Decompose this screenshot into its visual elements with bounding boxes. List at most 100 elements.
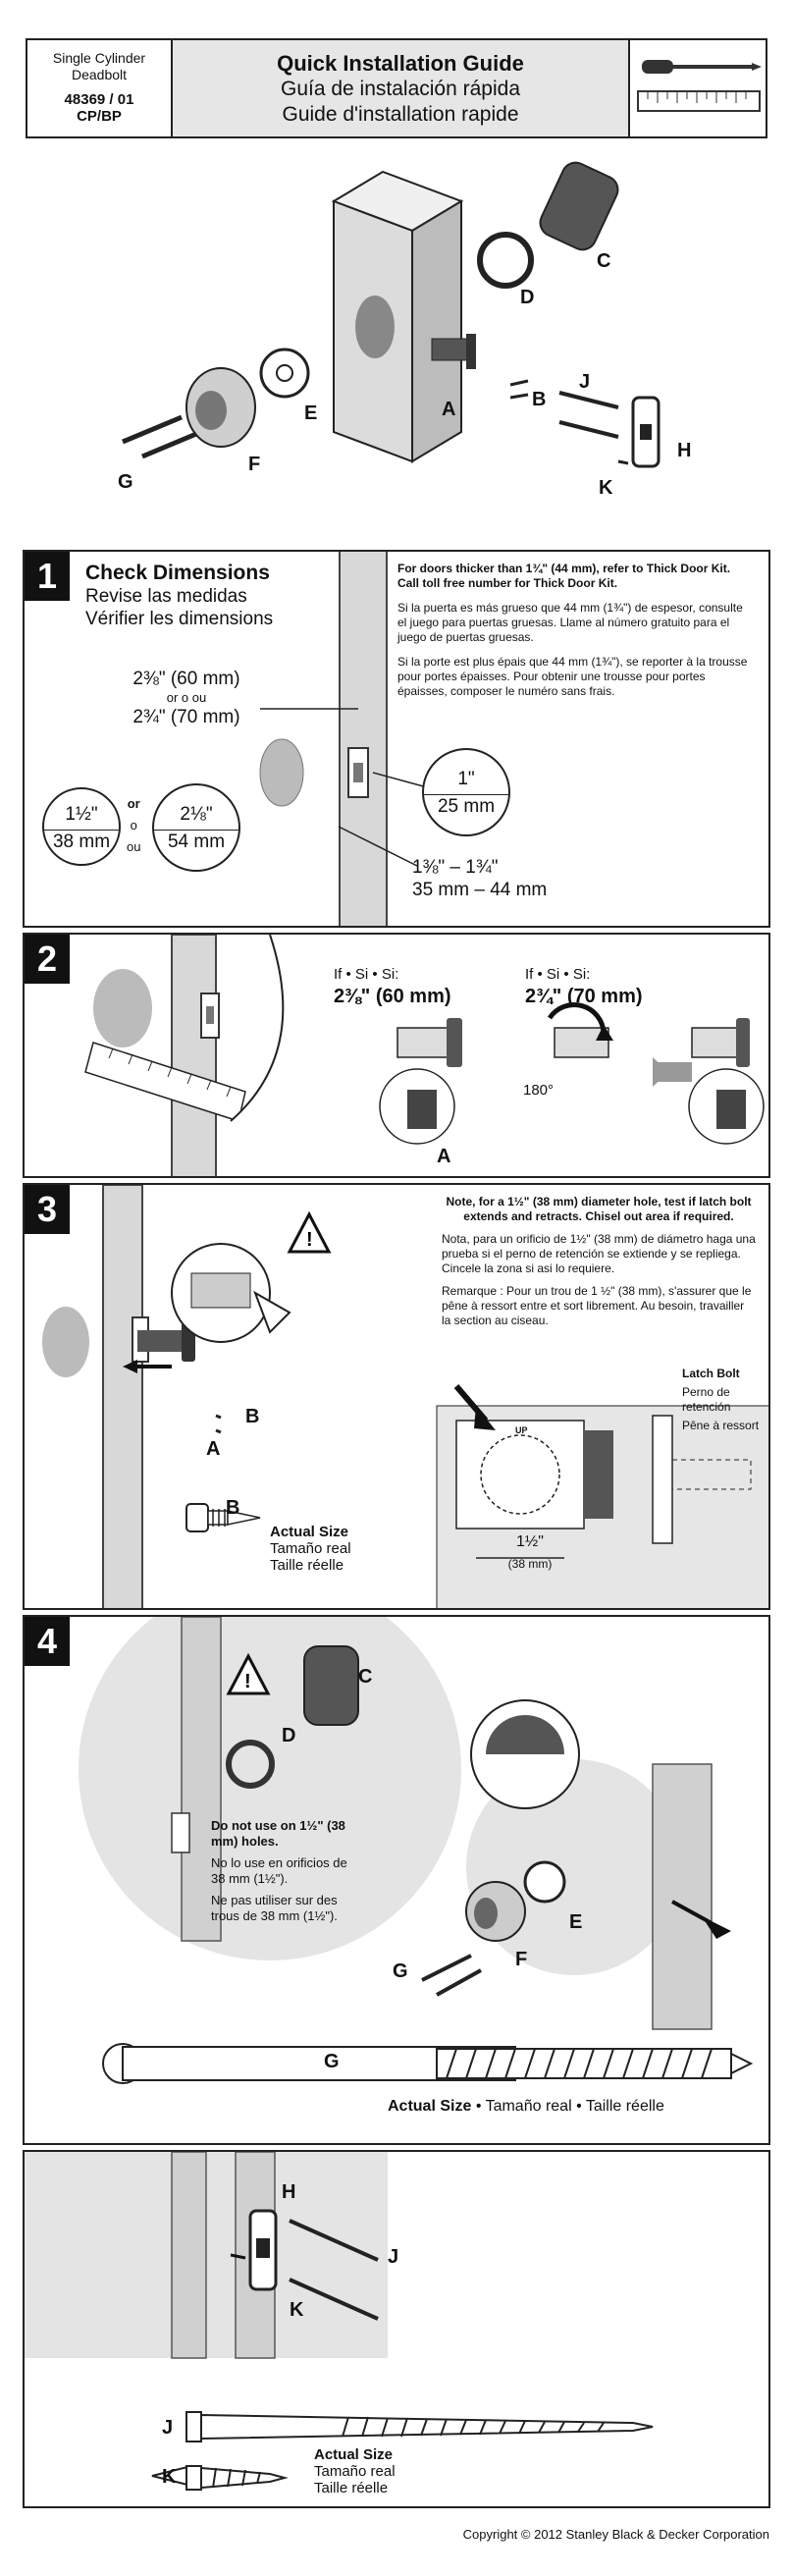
title-block: Quick Installation Guide Guía de instala…: [173, 40, 630, 136]
or-separator: or o ou: [127, 793, 140, 858]
hole1-mm: 38 mm: [44, 830, 119, 853]
screwdriver-ruler-icon: [630, 40, 766, 136]
edge-in: 1": [457, 769, 475, 789]
dim-mm: (38 mm): [507, 1557, 553, 1571]
door-edge: [339, 552, 388, 926]
hole-38mm: 1½" 38 mm: [42, 787, 121, 866]
product-line2: Deadbolt: [71, 67, 128, 82]
title-en: Check Dimensions: [85, 562, 270, 584]
title-es: Guía de instalación rápida: [281, 78, 520, 100]
title-en: Quick Installation Guide: [277, 51, 524, 76]
title-fr: Vérifier les dimensions: [85, 609, 274, 629]
product-line1: Single Cylinder: [52, 50, 146, 66]
part-label-b: B: [532, 389, 547, 410]
actual-en: Actual Size: [270, 1524, 349, 1540]
actual-en: Actual Size: [314, 2446, 394, 2463]
latch-en: Latch Bolt: [682, 1367, 740, 1380]
part-label-a: A: [206, 1438, 221, 1460]
step-4-panel: 4 ! C D E F G G Do not use on 1½" (38 mm…: [23, 1615, 770, 2145]
step-2-panel: 2 If • Si • Si: 2⅜" (60 mm) If • Si • Si…: [23, 933, 770, 1178]
hole-note: Note, for a 1½" (38 mm) diameter hole, t…: [442, 1195, 756, 1328]
hole2-mm: 54 mm: [154, 830, 238, 853]
part-label-j: J: [388, 2246, 399, 2268]
part-label-e: E: [304, 402, 318, 424]
svg-text:!: !: [306, 1229, 313, 1251]
warn-es: No lo use en orificios de 38 mm (1½").: [211, 1855, 347, 1886]
part-label-h: H: [677, 440, 692, 461]
step-3-panel: 3 ! B A B Actual Size Tamaño real Taill: [23, 1183, 770, 1610]
step1-title: Check Dimensions Revise las medidas Véri…: [85, 562, 341, 630]
backset-dimension: 2⅜" (60 mm) or o ou 2¾" (70 mm): [118, 668, 255, 728]
exploded-parts-diagram: C D E F G A B J H K: [88, 147, 775, 510]
latch-es: Perno de retención: [682, 1385, 731, 1414]
backset-2: 2¾" (70 mm): [132, 707, 240, 727]
latch-fr: Pêne à ressort: [682, 1419, 760, 1432]
backset-1: 2⅜" (60 mm): [132, 669, 240, 689]
part-label-j: J: [579, 371, 591, 393]
thick-door-note: For doors thicker than 1¾" (44 mm), refe…: [397, 562, 751, 699]
actual-size-label: Actual Size Tamaño real Taille réelle: [270, 1524, 351, 1574]
warn-en: Do not use on 1½" (38 mm) holes.: [211, 1818, 345, 1849]
size-70mm: 2¾" (70 mm): [525, 986, 643, 1007]
header-box: Single Cylinder Deadbolt 48369 / 01 CP/B…: [26, 38, 767, 138]
hole-dimension: 1½" (38 mm): [491, 1533, 569, 1572]
part-label-f: F: [515, 1949, 528, 1970]
actual-size-label: Actual Size • Tamaño real • Taille réell…: [388, 2098, 664, 2116]
copyright: Copyright © 2012 Stanley Black & Decker …: [462, 2527, 769, 2542]
part-label-a: A: [442, 399, 456, 420]
actual-other-lang: • Tamaño real • Taille réelle: [475, 2098, 664, 2115]
up-marker: UP: [515, 1425, 528, 1435]
part-label-g: G: [118, 471, 133, 493]
actual-fr: Taille réelle: [270, 1557, 344, 1574]
model-number: 48369 / 01: [64, 91, 134, 108]
part-label-a: A: [437, 1146, 451, 1167]
or-fr: ou: [127, 839, 141, 854]
part-label-f: F: [248, 454, 261, 475]
rotate-angle: 180°: [523, 1082, 555, 1099]
hole1-in: 1½": [65, 804, 98, 825]
or-en: or: [127, 796, 140, 811]
note-en: For doors thicker than 1¾" (44 mm), refe…: [397, 562, 731, 590]
part-label-g: G: [393, 1960, 408, 1982]
note-es: Si la puerta es más grueso que 44 mm (1¾…: [397, 601, 743, 644]
finish-code: CP/BP: [77, 108, 122, 125]
part-label-j-actual: J: [162, 2417, 174, 2439]
step-5-panel: 5 H J K J K Actual Size Tamaño real Tail…: [23, 2150, 770, 2508]
note-fr: Si la porte est plus épais que 44 mm (1¾…: [397, 655, 748, 698]
edge-mm: 25 mm: [424, 794, 508, 818]
part-label-k: K: [599, 477, 613, 499]
hole2-in: 2⅛": [180, 804, 213, 825]
product-info: Single Cylinder Deadbolt 48369 / 01 CP/B…: [27, 40, 173, 136]
thickness-in: 1⅜" – 1¾": [412, 857, 499, 878]
edge-bore-25mm: 1" 25 mm: [422, 748, 510, 836]
part-label-g-actual: G: [324, 2051, 340, 2072]
svg-text:!: !: [244, 1671, 251, 1692]
actual-es: Tamaño real: [314, 2463, 396, 2480]
actual-fr: Taille réelle: [314, 2480, 389, 2496]
part-label-d: D: [520, 287, 535, 308]
step-1-panel: 1 Check Dimensions Revise las medidas Vé…: [23, 550, 770, 928]
warn-fr: Ne pas utiliser sur des trous de 38 mm (…: [211, 1893, 338, 1923]
hole-54mm: 2⅛" 54 mm: [152, 783, 240, 872]
part-label-b: B: [245, 1406, 260, 1427]
part-label-h: H: [282, 2181, 296, 2203]
actual-size-label: Actual Size Tamaño real Taille réelle: [314, 2446, 396, 2496]
actual-en: Actual Size: [388, 2098, 472, 2115]
backset-or: or o ou: [166, 690, 207, 705]
note-en: Note, for a 1½" (38 mm) diameter hole, t…: [446, 1195, 752, 1223]
step4-warning: Do not use on 1½" (38 mm) holes. No lo u…: [211, 1818, 348, 1924]
actual-es: Tamaño real: [270, 1540, 351, 1557]
title-es: Revise las medidas: [85, 586, 247, 607]
part-label-e: E: [569, 1911, 583, 1933]
step-number: 3: [25, 1185, 70, 1234]
part-label-d: D: [282, 1725, 296, 1746]
part-label-c: C: [358, 1666, 373, 1688]
note-fr: Remarque : Pour un trou de 1 ½" (38 mm),…: [442, 1284, 752, 1327]
part-label-c: C: [597, 250, 611, 272]
latch-bolt-label: Latch Bolt Perno de retención Pêne à res…: [682, 1367, 768, 1433]
part-label-k: K: [290, 2299, 304, 2321]
dim-in: 1½": [516, 1533, 544, 1550]
thickness-mm: 35 mm – 44 mm: [412, 880, 548, 900]
door-thickness: 1⅜" – 1¾" 35 mm – 44 mm: [412, 856, 547, 901]
size-60mm: 2⅜" (60 mm): [334, 986, 451, 1007]
